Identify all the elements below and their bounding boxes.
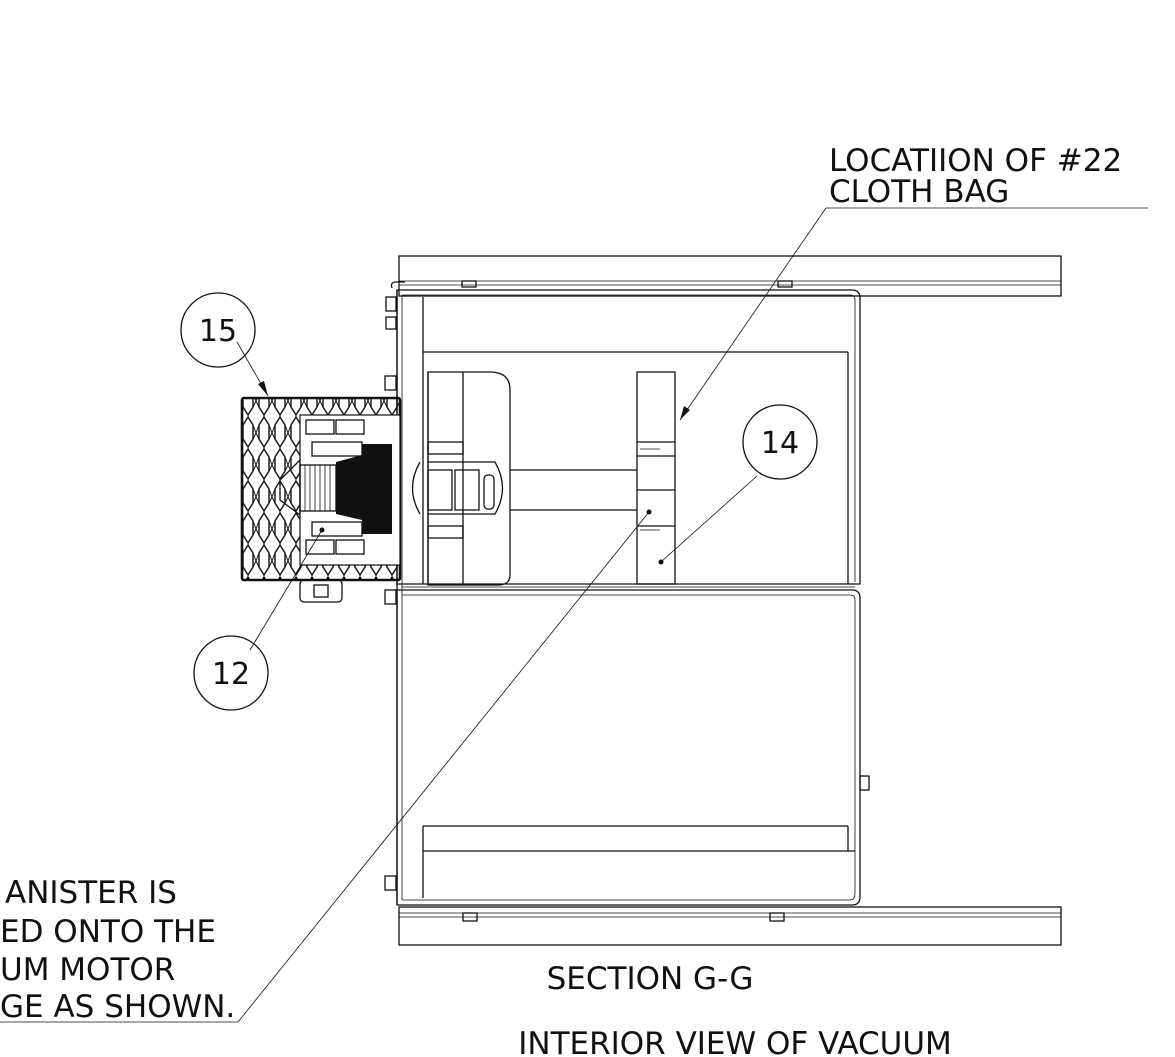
balloon-15: 15 xyxy=(180,292,256,368)
callout-bag-line2: CLOTH BAG xyxy=(829,174,1009,210)
bottom-rail xyxy=(398,906,1062,946)
section-title: SECTION G-G xyxy=(547,961,754,997)
callout-bag-location: LOCATIION OF #22 CLOTH BAG xyxy=(829,143,1122,210)
canister-note-line1: ANISTER IS xyxy=(5,875,177,911)
vacuum-housing xyxy=(396,289,861,906)
callout-bag-line1: LOCATIION OF #22 xyxy=(829,143,1122,179)
canister-note-line4: GE AS SHOWN. xyxy=(0,989,235,1025)
leader-lines xyxy=(0,207,1148,1023)
bag-cage xyxy=(411,371,676,586)
latch-hardware xyxy=(384,281,870,891)
top-rail xyxy=(398,255,1062,297)
balloon-14: 14 xyxy=(742,404,818,480)
canister-note-line2: ED ONTO THE xyxy=(0,914,216,950)
balloon-12: 12 xyxy=(193,635,269,711)
callout-canister-note: ANISTER IS ED ONTO THE UM MOTOR GE AS SH… xyxy=(0,875,235,1025)
balloon-12-label: 12 xyxy=(212,657,250,692)
balloon-15-label: 15 xyxy=(199,314,237,349)
balloon-14-label: 14 xyxy=(761,426,799,461)
view-title: INTERIOR VIEW OF VACUUM xyxy=(518,1026,952,1057)
filter-canister xyxy=(240,396,402,603)
canister-note-line3: UM MOTOR xyxy=(0,952,175,988)
